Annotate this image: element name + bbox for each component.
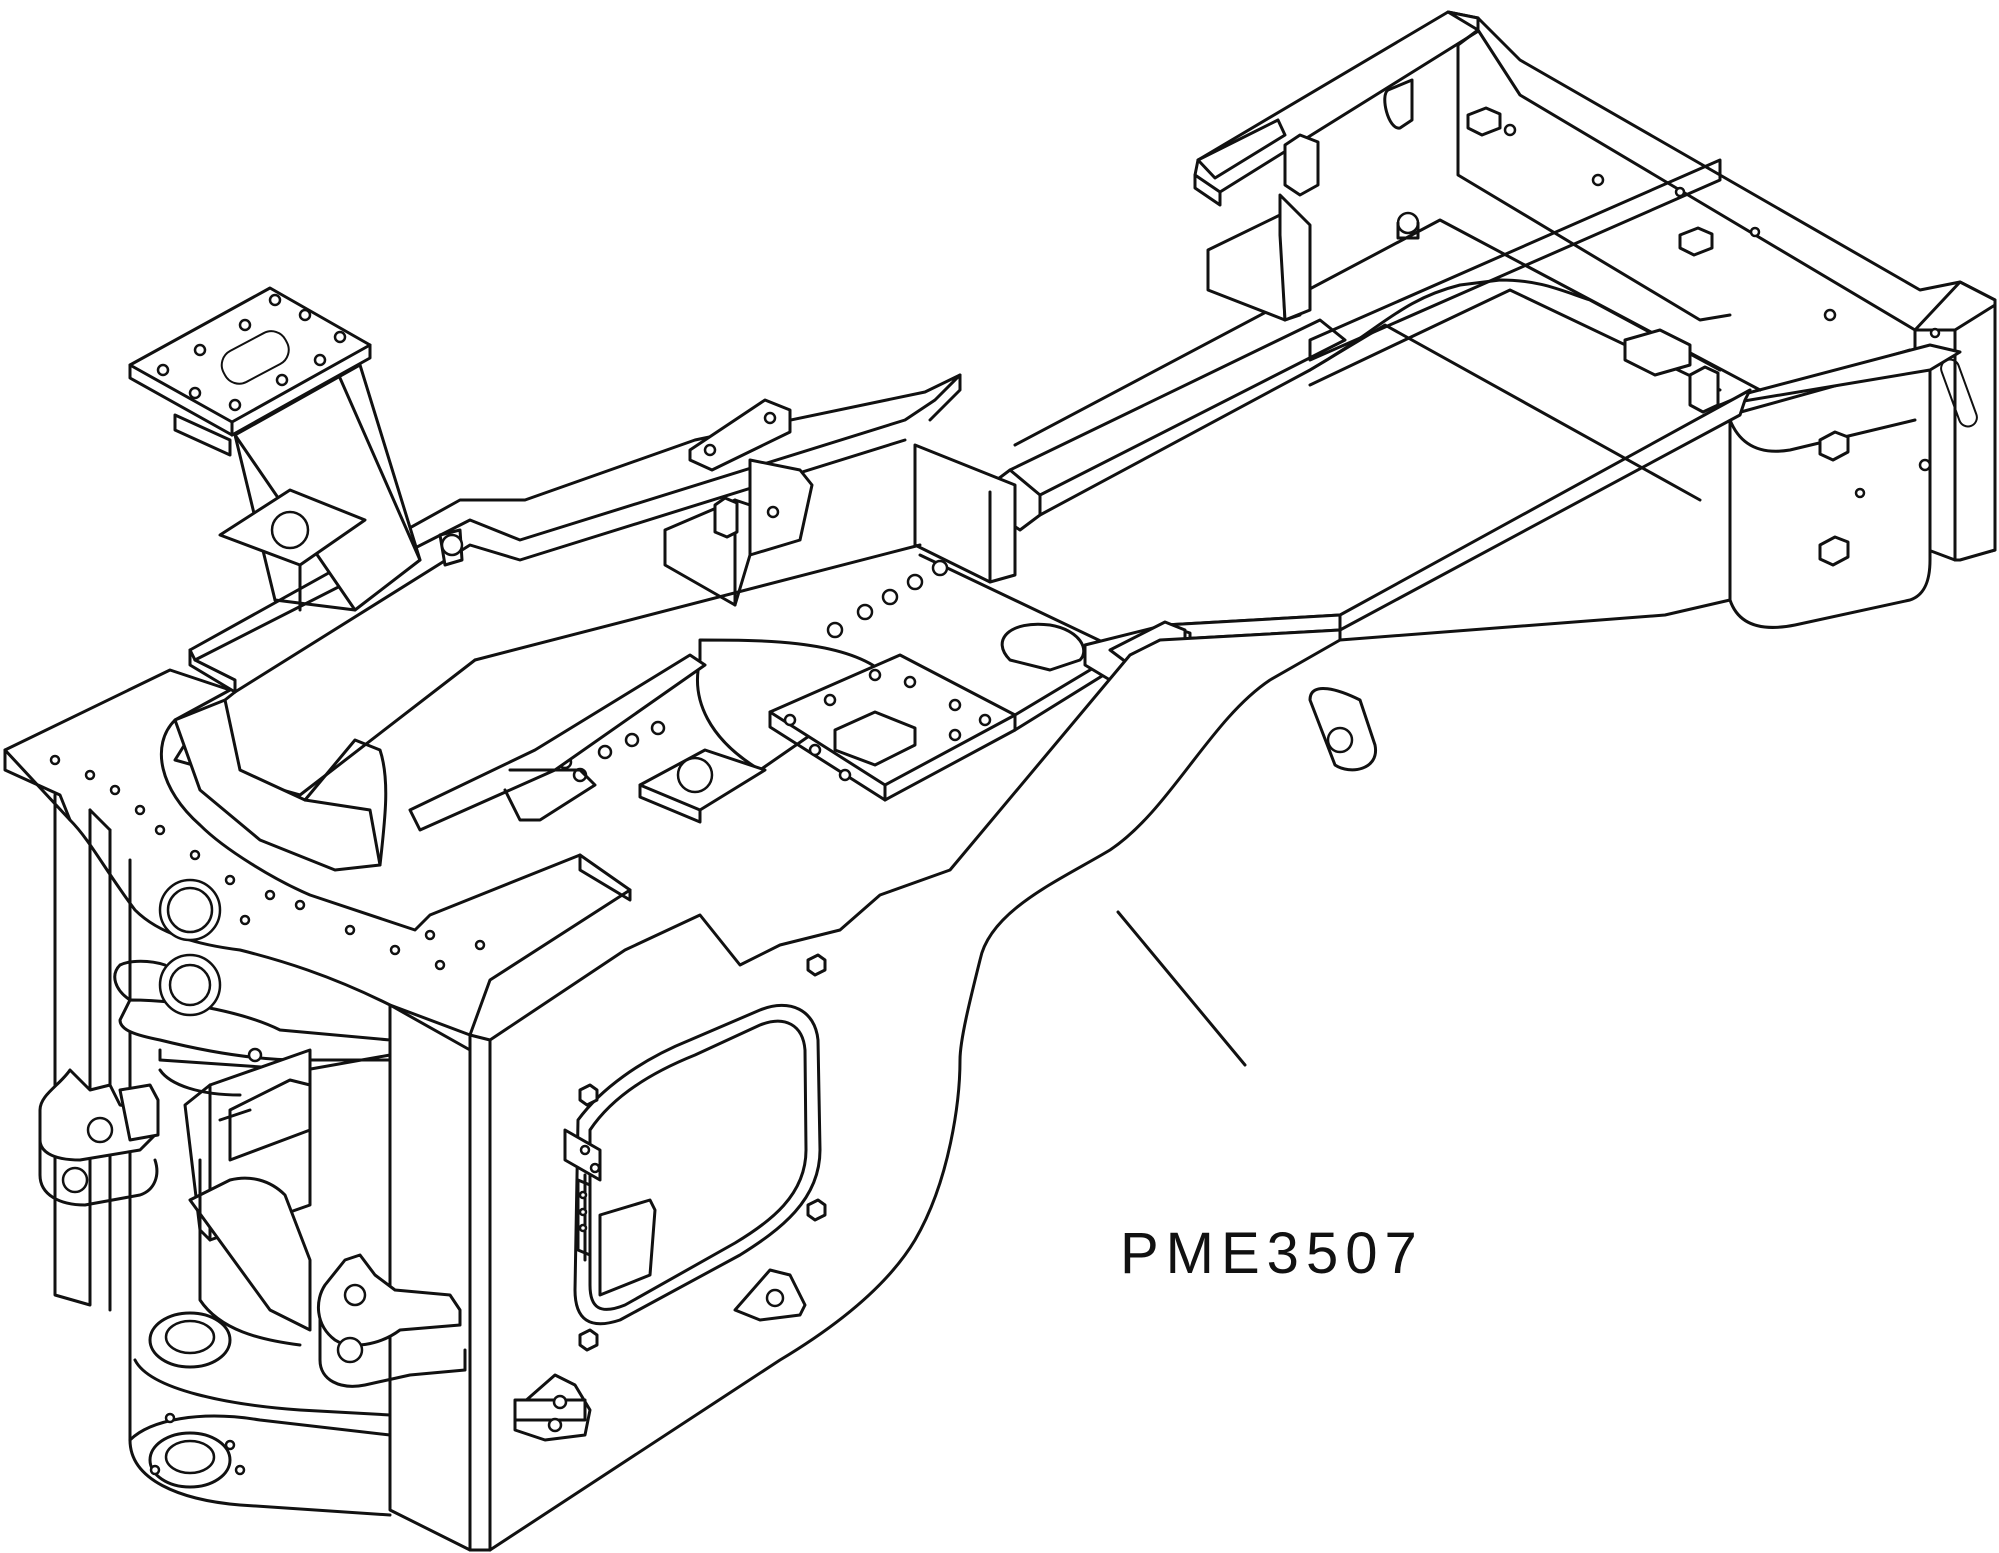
- front-frame: [3, 628, 1377, 1552]
- part-number-label: PME3507: [1120, 1221, 1424, 1286]
- rear-frame: [988, 10, 1997, 642]
- center-frame: [128, 286, 1342, 832]
